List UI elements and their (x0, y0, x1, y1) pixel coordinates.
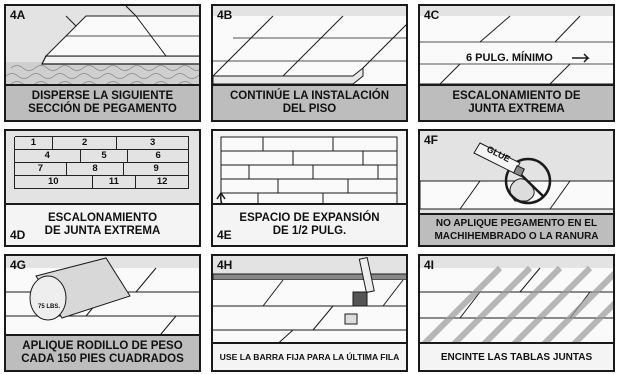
grid-cell: 9 (124, 162, 189, 176)
caption-line: APLIQUE RODILLO DE PESO (22, 340, 183, 352)
grid-cell: 6 (128, 149, 190, 163)
grid-cell: 7 (15, 162, 67, 176)
caption-line: USE LA BARRA FIJA PARA LA ÚLTIMA FILA (219, 351, 400, 362)
tape-boards-illustration (420, 265, 613, 351)
caption-line: DE JUNTA EXTREMA (44, 225, 161, 237)
pull-bar-illustration (213, 256, 406, 349)
panel-tag: 4I (424, 258, 435, 272)
grid-row: 10 11 12 (14, 175, 189, 189)
grid-cell: 1 (15, 136, 53, 150)
caption-line: NO APLIQUE PEGAMENTO EN EL (435, 218, 598, 229)
grid-cell: 4 (15, 149, 81, 163)
spread-adhesive-illustration (6, 6, 199, 90)
panel-tag: 4D (10, 228, 26, 242)
panel-tag: 4B (217, 8, 233, 22)
caption-line: ESCALONAMIENTO DE (452, 90, 581, 102)
grid-cell: 2 (52, 136, 118, 150)
caption-line: DE 1/2 PULG. (272, 225, 347, 237)
grid-cell: 3 (117, 136, 189, 150)
panel-tag: 4H (217, 258, 233, 272)
caption-line: CADA 150 PIES CUADRADOS (21, 353, 184, 365)
panel-caption: USE LA BARRA FIJA PARA LA ÚLTIMA FILA (213, 342, 406, 370)
panel-tag: 4E (217, 228, 232, 242)
joint-stagger-grid: 1 2 3 4 5 6 7 8 9 10 11 12 (14, 136, 190, 189)
minimum-distance-callout: 6 PULG. MÍNIMO (466, 52, 553, 64)
grid-cell: 8 (66, 162, 125, 176)
panel-4h: 4H USE LA BARRA FIJA PARA LA ÚLTIMA FILA (211, 254, 408, 372)
panel-caption: ENCINTE LAS TABLAS JUNTAS (420, 342, 613, 370)
caption-line: ESPACIO DE EXPANSIÓN (239, 212, 380, 224)
no-glue-tongue-groove-illustration (420, 142, 613, 210)
panel-tag: 4G (10, 258, 27, 272)
caption-line: DEL PISO (282, 103, 337, 115)
caption-line: CONTINÚE LA INSTALACIÓN (229, 90, 390, 102)
caption-line: ESCALONAMIENTO (47, 212, 158, 224)
roller-weight-label: 75 LBS. (38, 304, 61, 310)
panel-4d: 1 2 3 4 5 6 7 8 9 10 11 12 ESCALONAMIENT… (4, 129, 201, 247)
caption-line: DISPERSE LA SIGUIENTE (31, 90, 174, 102)
grid-cell: 10 (15, 175, 93, 189)
caption-line: JUNTA EXTREMA (468, 103, 565, 115)
expansion-gap-illustration (216, 136, 398, 216)
grid-cell: 11 (92, 175, 137, 189)
panel-tag: 4C (424, 8, 440, 22)
caption-line: SECCIÓN DE PEGAMENTO (28, 103, 177, 115)
panel-4i: 4I ENCINTE LAS TABLAS JUNTAS (418, 254, 615, 372)
grid-cell: 5 (80, 149, 129, 163)
grid-cell: 12 (136, 175, 189, 189)
panel-tag: 4A (10, 8, 26, 22)
weighted-roller-illustration (6, 257, 199, 341)
panel-caption: NO APLIQUE PEGAMENTO EN EL MACHIHEMBRADO … (420, 213, 613, 245)
panel-tag: 4F (424, 133, 439, 147)
caption-line: ENCINTE LAS TABLAS JUNTAS (440, 351, 593, 363)
caption-line: MACHIHEMBRADO O LA RANURA (434, 231, 599, 242)
